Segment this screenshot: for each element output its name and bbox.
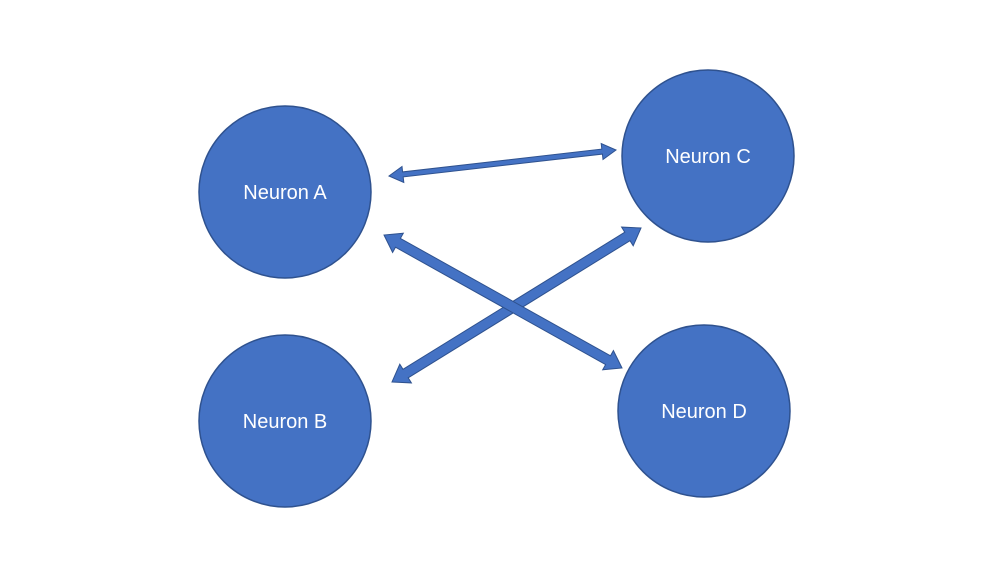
edges-layer [383,142,642,384]
nodes-layer: Neuron A Neuron B Neuron C Neuron D [198,69,795,508]
node-neuron-a: Neuron A [198,105,372,279]
neuron-c-label: Neuron C [665,146,751,168]
node-neuron-d: Neuron D [617,324,791,498]
neuron-b-label: Neuron B [243,411,328,433]
edge-a-d-double-arrow [383,232,623,371]
neuron-c-circle [621,69,795,243]
neuron-d-label: Neuron D [661,401,747,423]
neuron-b-circle [198,334,372,508]
node-neuron-b: Neuron B [198,334,372,508]
neuron-a-circle [198,105,372,279]
edge-a-c-double-arrow [387,142,618,184]
neuron-d-circle [617,324,791,498]
neuron-a-label: Neuron A [243,182,327,204]
node-neuron-c: Neuron C [621,69,795,243]
